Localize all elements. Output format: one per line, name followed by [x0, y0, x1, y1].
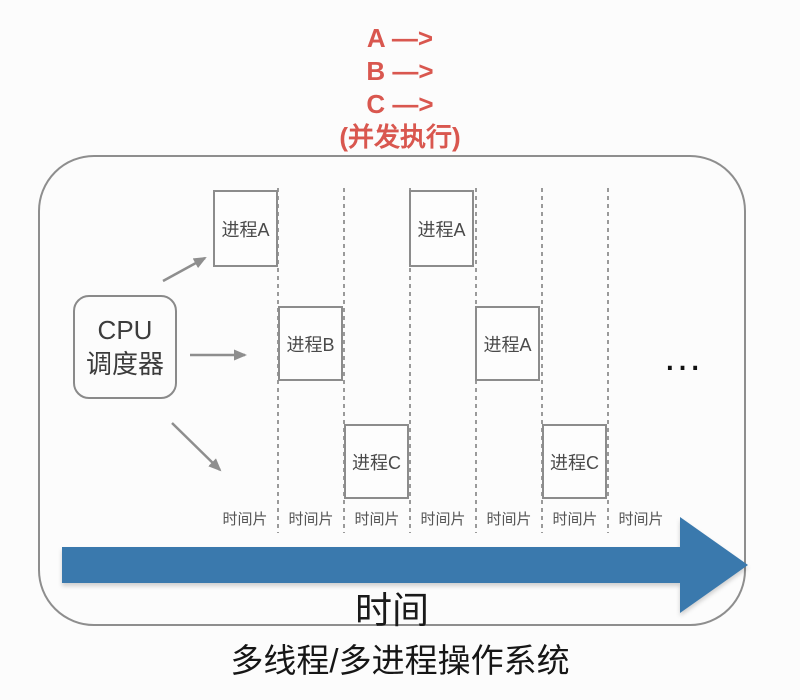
arrow-to-process-a	[162, 256, 207, 283]
time-arrow-head-icon	[680, 517, 748, 613]
scheduler-dispatch-arrows	[162, 256, 247, 472]
time-slice-label-7: 时间片	[618, 511, 664, 528]
time-axis-label: 时间	[355, 590, 429, 631]
annotation-line-b: B —>	[366, 56, 434, 86]
process-box-slice4: 进程A	[409, 190, 474, 267]
time-slice-label-6: 时间片	[552, 511, 598, 528]
continuation-ellipsis: …	[662, 335, 708, 379]
cpu-scheduler-box: CPU 调度器	[73, 295, 177, 399]
time-slice-label-5: 时间片	[486, 511, 532, 528]
diagram-caption: 多线程/多进程操作系统	[230, 642, 570, 679]
cpu-label: CPU	[97, 315, 153, 345]
slice-divider-6	[607, 188, 609, 533]
process-box-slice5: 进程A	[475, 306, 540, 381]
time-arrow-body	[62, 547, 682, 583]
annotation-line-concurrent: (并发执行)	[339, 122, 461, 152]
process-box-slice3: 进程C	[344, 424, 409, 499]
slice-divider-3	[409, 188, 411, 533]
arrow-to-process-c	[171, 422, 222, 472]
time-slice-label-2: 时间片	[288, 511, 334, 528]
concurrency-annotation: A —> B —> C —> (并发执行)	[0, 22, 800, 154]
slice-divider-5	[541, 188, 543, 533]
os-system-container: CPU 调度器 进程A 进程B 进程C 进程A 进程A 进程C … 时间片 时间…	[38, 155, 748, 631]
process-box-slice2: 进程B	[278, 306, 343, 381]
time-slice-label-4: 时间片	[420, 511, 466, 528]
time-slice-label-1: 时间片	[222, 511, 268, 528]
time-slice-label-3: 时间片	[354, 511, 400, 528]
process-box-slice6: 进程C	[542, 424, 607, 499]
annotation-line-c: C —>	[366, 89, 434, 119]
scheduler-label: 调度器	[85, 349, 164, 379]
annotation-line-a: A —>	[366, 23, 434, 53]
slice-divider-2	[343, 188, 345, 533]
process-box-slice1: 进程A	[213, 190, 278, 267]
